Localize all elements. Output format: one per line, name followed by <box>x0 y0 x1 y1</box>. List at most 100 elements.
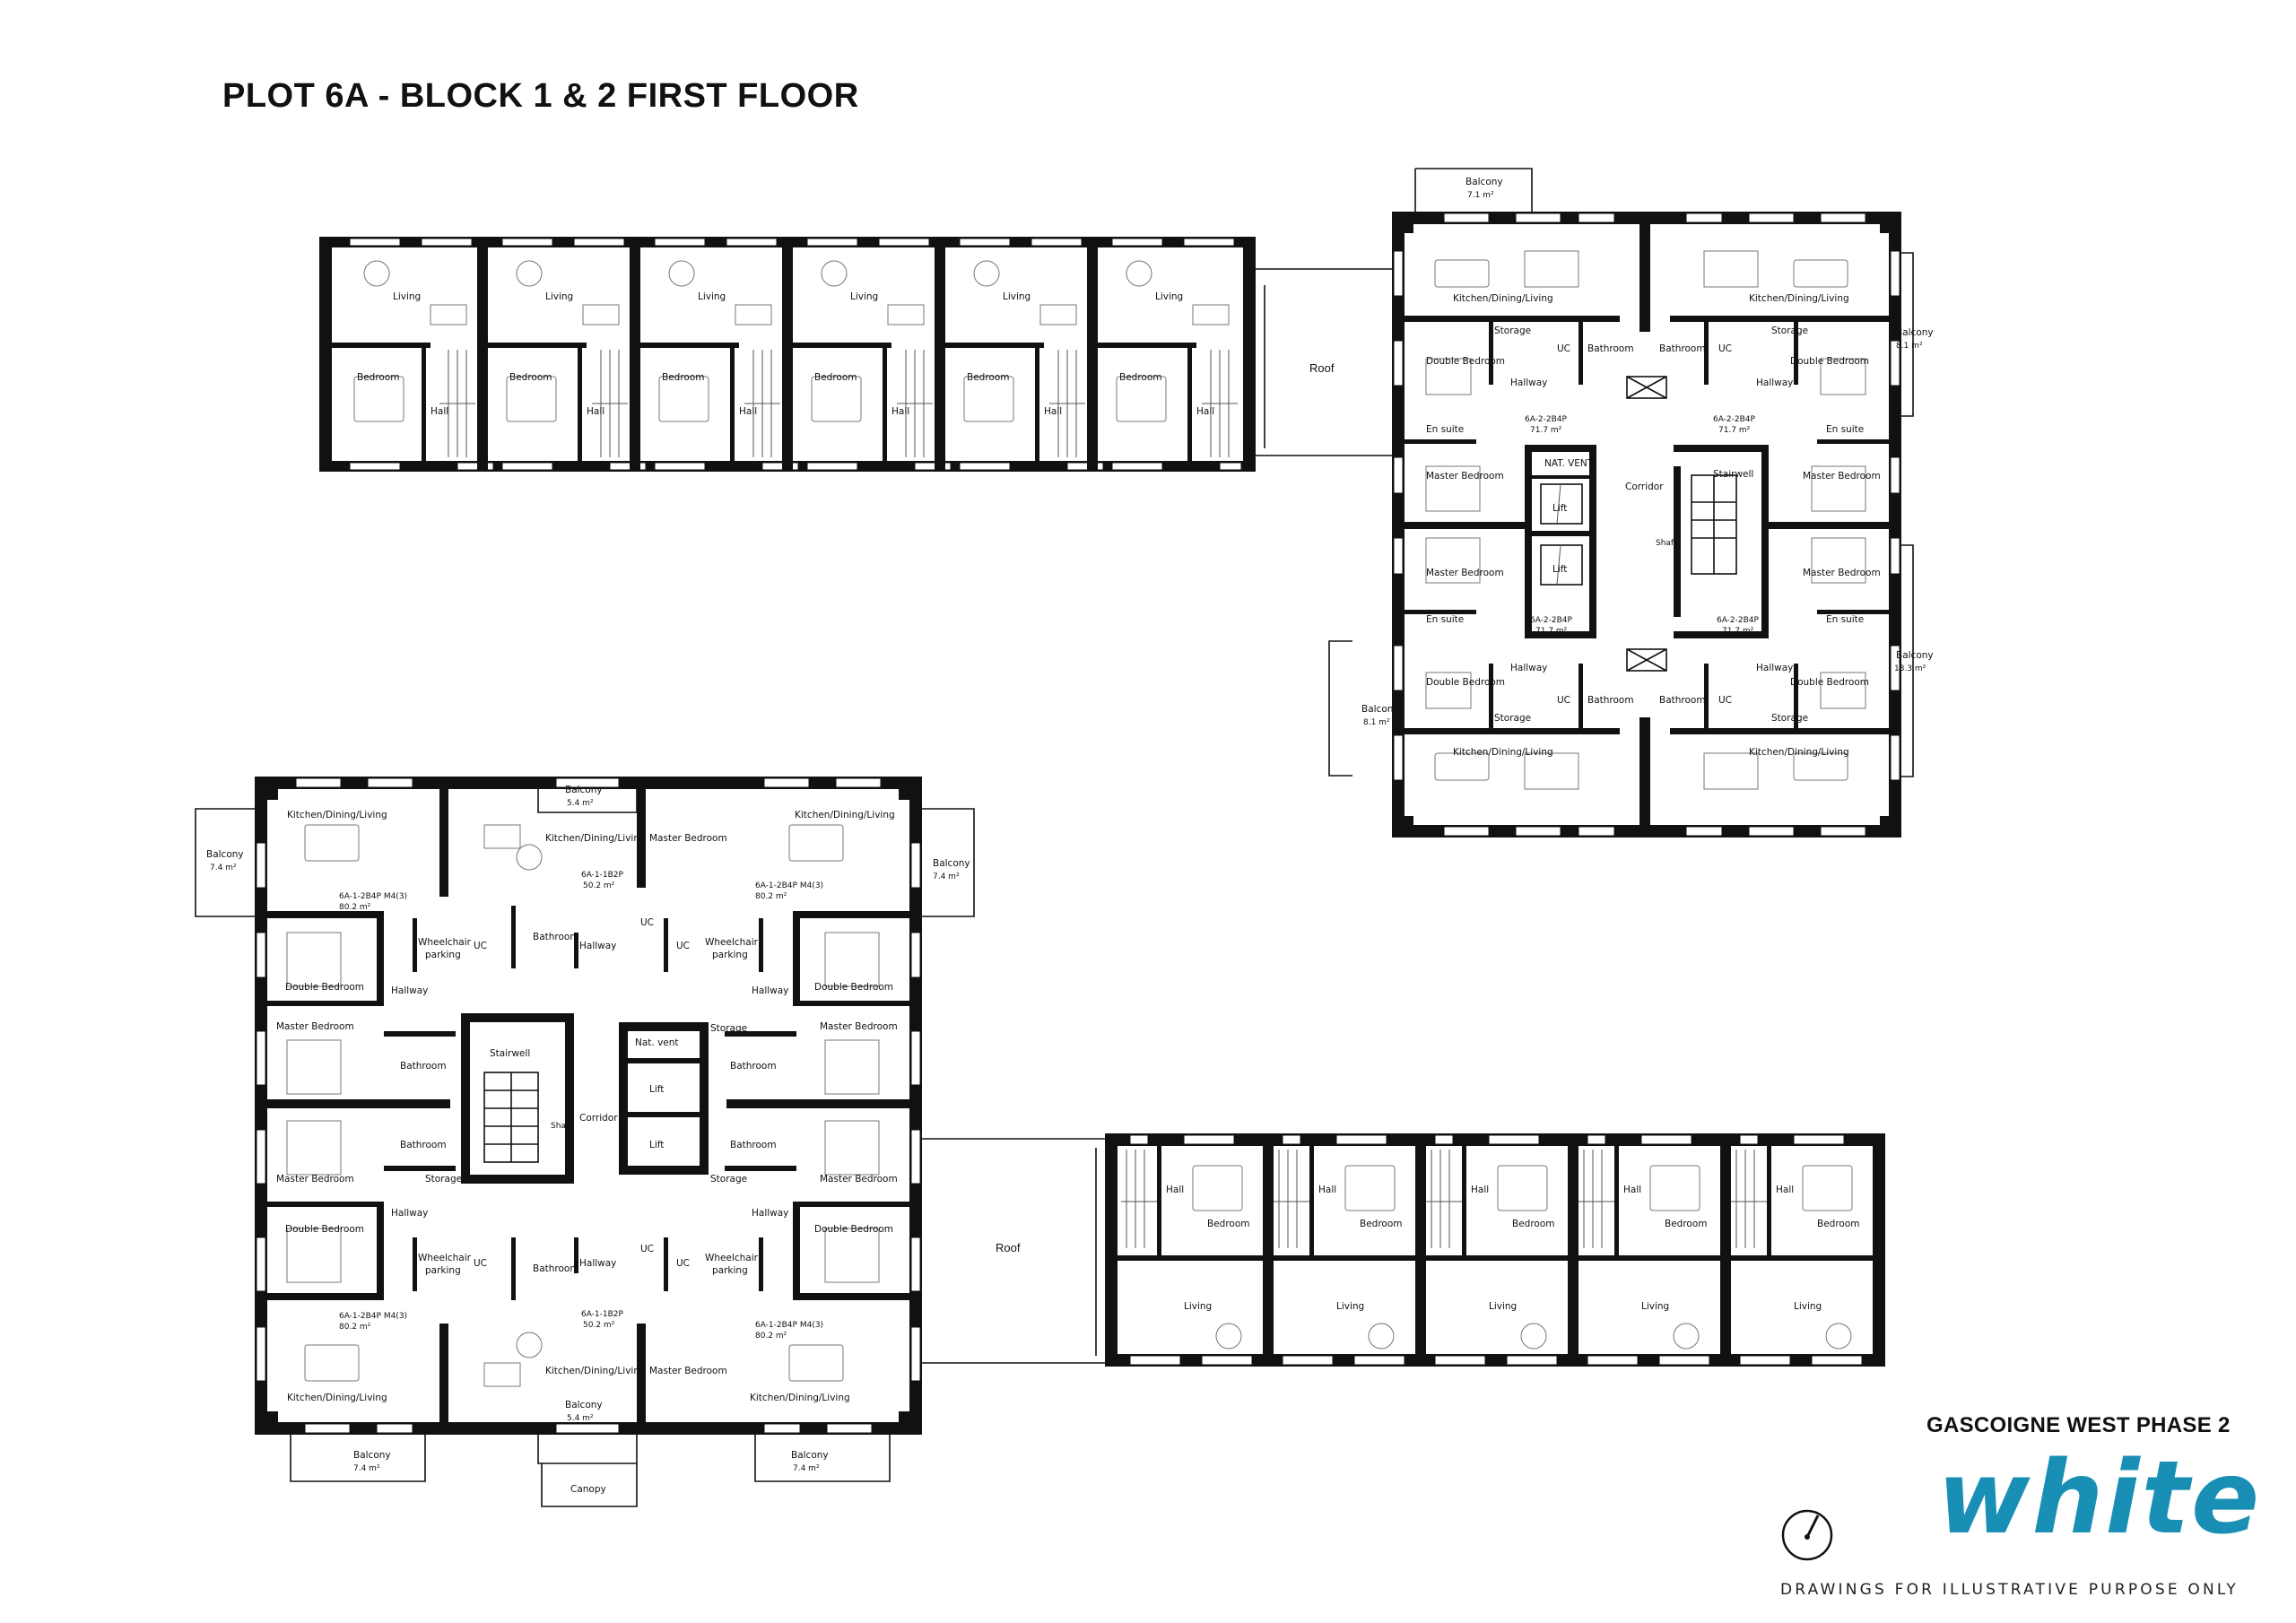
room-label-hallway: Hallway <box>391 1208 428 1219</box>
room-label-kdl: Kitchen/Dining/Living <box>1749 293 1849 304</box>
room-label-hall: Hall <box>1776 1185 1794 1195</box>
room-label-kdl: Kitchen/Dining/Living <box>1453 293 1553 304</box>
balcony-label: Balcony <box>1361 704 1399 715</box>
room-label-double-bedroom: Double Bedroom <box>814 1224 893 1235</box>
room-label-hallway: Hallway <box>1756 378 1793 388</box>
room-label-bedroom: Bedroom <box>509 372 552 383</box>
room-label-living: Living <box>698 291 726 302</box>
block-top-right: Balcony 7.1 m² Balcony 8.1 m² Balcony 13… <box>1328 168 1934 838</box>
roof-label: Roof <box>996 1241 1021 1254</box>
nat-vent-label: NAT. VENT <box>1544 458 1594 469</box>
room-label-bedroom: Bedroom <box>1665 1219 1708 1229</box>
shaft-label: Shaft <box>551 1122 572 1131</box>
room-label-double-bedroom: Double Bedroom <box>1790 356 1869 367</box>
room-label-double-bedroom: Double Bedroom <box>814 982 893 993</box>
north-arrow-icon <box>1781 1509 1833 1561</box>
room-label-uc: UC <box>1557 343 1570 354</box>
unit-area: 80.2 m² <box>755 892 787 901</box>
balcony-area: 7.4 m² <box>353 1464 380 1473</box>
terrace-top: Living Living Living Living Living Livin… <box>319 237 1256 472</box>
room-label-storage: Storage <box>1494 325 1531 336</box>
room-label-bedroom: Bedroom <box>1512 1219 1555 1229</box>
room-label-double-bedroom: Double Bedroom <box>285 1224 364 1235</box>
room-label-hallway: Hallway <box>1756 663 1793 673</box>
room-label-living: Living <box>1489 1301 1517 1312</box>
unit-area: 50.2 m² <box>583 1321 615 1330</box>
room-label-living: Living <box>1794 1301 1822 1312</box>
unit-code: 6A-1-2B4P M4(3) <box>339 892 407 901</box>
balcony-label: Balcony <box>1896 650 1934 661</box>
room-label-parking: parking <box>712 950 748 960</box>
roof-link-bottom: Roof <box>922 1138 1105 1364</box>
room-label-hallway: Hallway <box>579 941 616 951</box>
roof-label: Roof <box>1309 361 1335 375</box>
room-label-bathroom: Bathroom <box>533 932 579 942</box>
unit-code: 6A-2-2B4P <box>1717 616 1760 625</box>
unit-code: 6A-2-2B4P <box>1713 415 1756 424</box>
nat-vent-label: Nat. vent <box>635 1037 679 1048</box>
unit-area: 71.7 m² <box>1722 627 1754 636</box>
page-title: PLOT 6A - BLOCK 1 & 2 FIRST FLOOR <box>222 77 859 115</box>
room-label-kdl: Kitchen/Dining/Living <box>750 1393 850 1403</box>
room-label-kdl: Kitchen/Dining/Living <box>1749 747 1849 758</box>
room-label-master-bedroom: Master Bedroom <box>1426 471 1504 482</box>
room-label-en-suite: En suite <box>1826 614 1864 625</box>
room-label-bedroom: Bedroom <box>1119 372 1162 383</box>
room-label-bedroom: Bedroom <box>662 372 705 383</box>
room-label-uc: UC <box>640 1244 654 1254</box>
brand-logo: white <box>1937 1440 2262 1557</box>
balcony-label: Balcony <box>353 1450 391 1461</box>
room-label-master-bedroom: Master Bedroom <box>820 1021 898 1032</box>
room-label-storage: Storage <box>1771 713 1808 724</box>
room-label-bedroom: Bedroom <box>967 372 1010 383</box>
room-label-double-bedroom: Double Bedroom <box>285 982 364 993</box>
room-label-parking: parking <box>425 1265 461 1276</box>
balcony-area: 5.4 m² <box>567 799 594 808</box>
room-label-bedroom: Bedroom <box>1207 1219 1250 1229</box>
room-label-uc: UC <box>640 917 654 928</box>
room-label-living: Living <box>1184 1301 1212 1312</box>
balcony-area: 8.1 m² <box>1363 718 1390 727</box>
balcony-label: Balcony <box>206 849 244 860</box>
balcony-area: 7.4 m² <box>210 864 237 872</box>
room-label-uc: UC <box>1718 343 1732 354</box>
room-label-hall: Hall <box>1166 1185 1184 1195</box>
room-label-hallway: Hallway <box>1510 378 1547 388</box>
block-bottom-left: Kitchen/Dining/Living Kitchen/Dining/Liv… <box>195 777 975 1507</box>
room-label-master-bedroom: Master Bedroom <box>276 1021 354 1032</box>
block-top-right-labels: Balcony 7.1 m² Balcony 8.1 m² Balcony 13… <box>1361 177 1934 758</box>
corridor-label: Corridor <box>1625 482 1664 492</box>
balcony-label: Balcony <box>791 1450 829 1461</box>
room-label-en-suite: En suite <box>1426 614 1464 625</box>
room-label-living: Living <box>1641 1301 1669 1312</box>
room-label-storage: Storage <box>710 1023 747 1034</box>
room-label-hall: Hall <box>430 406 448 417</box>
room-label-wheelchair: Wheelchair <box>705 1253 759 1263</box>
stairwell-label: Stairwell <box>490 1048 530 1059</box>
lift-label: Lift <box>649 1084 664 1095</box>
unit-area: 71.7 m² <box>1535 627 1568 636</box>
room-label-bathroom: Bathroom <box>730 1140 777 1150</box>
unit-code: 6A-1-1B2P <box>581 1310 624 1319</box>
unit-code: 6A-1-2B4P M4(3) <box>339 1312 407 1321</box>
unit-area: 50.2 m² <box>583 881 615 890</box>
room-label-kdl: Kitchen/Dining/Living <box>287 810 387 820</box>
unit-area: 80.2 m² <box>339 1323 371 1332</box>
room-label-kdl: Kitchen/Dining/Living <box>545 1366 646 1376</box>
room-label-uc: UC <box>474 941 487 951</box>
room-label-master-bedroom: Master Bedroom <box>1803 568 1881 578</box>
balcony-label: Balcony <box>1465 177 1503 187</box>
room-label-bathroom: Bathroom <box>400 1140 447 1150</box>
room-label-bedroom: Bedroom <box>814 372 857 383</box>
room-label-kdl: Kitchen/Dining/Living <box>287 1393 387 1403</box>
room-label-hall: Hall <box>1318 1185 1336 1195</box>
room-label-living: Living <box>1336 1301 1364 1312</box>
room-label-bathroom: Bathroom <box>1659 343 1706 354</box>
room-label-en-suite: En suite <box>1426 424 1464 435</box>
room-label-uc: UC <box>1557 695 1570 706</box>
room-label-uc: UC <box>474 1258 487 1269</box>
room-label-kdl: Kitchen/Dining/Living <box>1453 747 1553 758</box>
room-label-hall: Hall <box>587 406 604 417</box>
lift-label: Lift <box>1552 503 1567 514</box>
room-label-hall: Hall <box>1471 1185 1489 1195</box>
